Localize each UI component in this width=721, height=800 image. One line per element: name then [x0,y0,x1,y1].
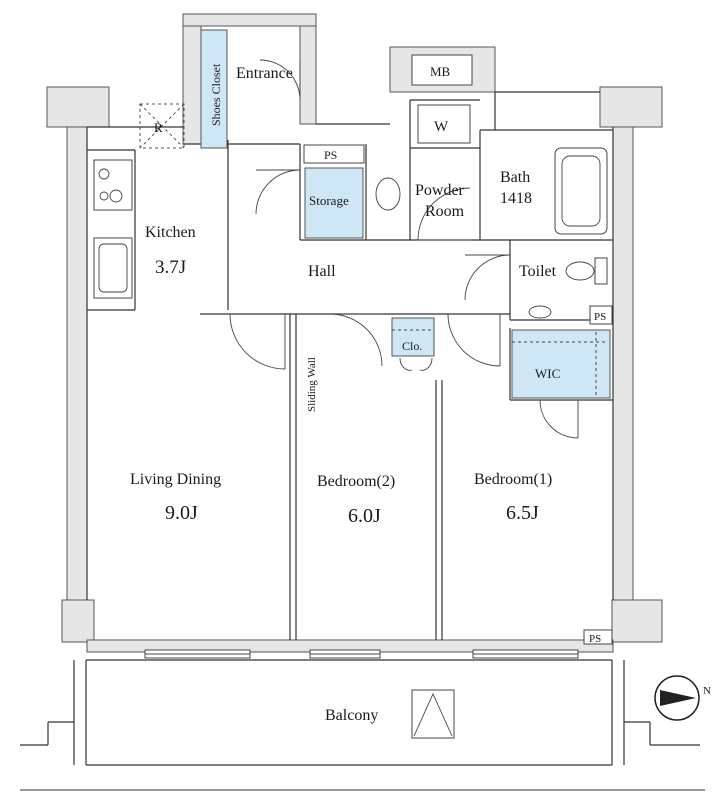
kitchen-label: Kitchen [145,224,196,241]
powder-sink [375,177,401,211]
bedroom1-size-label: 6.5J [506,502,539,524]
balcony-windows [144,649,579,659]
wic-label: WIC [535,366,560,381]
bedroom1-label: Bedroom(1) [474,471,552,488]
mb-label: MB [430,64,451,79]
closet-label: Clo. [402,339,422,353]
balcony-hatch-icon [411,689,455,739]
ps-toilet-label: PS [594,311,606,323]
interior-walls [86,91,614,640]
refrigerator-label: R [154,120,163,135]
living-dining-size-label: 9.0J [165,502,198,524]
shoes-closet-label: Shoes Closet [209,63,223,126]
powder-room-label-1: Powder [415,182,465,199]
washer-label: W [434,119,449,135]
ps-bottom-label: PS [589,633,601,645]
entrance-label: Entrance [236,65,293,82]
vanity-sink [528,305,613,325]
bath-size-label: 1418 [500,190,532,207]
hall-label: Hall [308,263,336,280]
toilet-fixture [565,257,608,285]
shoes-closet [200,29,228,149]
kitchen-fixtures [93,159,133,299]
storage-closet [304,167,364,239]
doors [229,59,579,439]
kitchen-size-label: 3.7J [155,257,186,278]
toilet-label: Toilet [519,263,557,280]
storage-label: Storage [309,193,349,208]
bath-label: Bath [500,169,530,186]
mb-box [411,54,473,86]
walk-in-closet [511,329,611,399]
ps-top-label: PS [324,148,337,162]
washer-box [417,104,471,144]
closet-clo [391,317,435,357]
compass-icon: N [654,675,711,721]
living-dining-label: Living Dining [130,471,221,488]
bathtub [554,147,608,235]
refrigerator-space [139,103,185,149]
compass-north-label: N [703,685,711,697]
bedroom2-size-label: 6.0J [348,505,381,527]
closet-dashes [392,329,608,396]
powder-room-label-2: Room [425,203,465,220]
ps-bottom-box [583,629,613,645]
balcony-area [20,659,705,791]
balcony-label: Balcony [325,707,378,724]
ps-top-box [303,144,365,164]
bedroom2-label: Bedroom(2) [317,473,395,490]
sliding-wall-label: Sliding Wall [306,357,318,412]
